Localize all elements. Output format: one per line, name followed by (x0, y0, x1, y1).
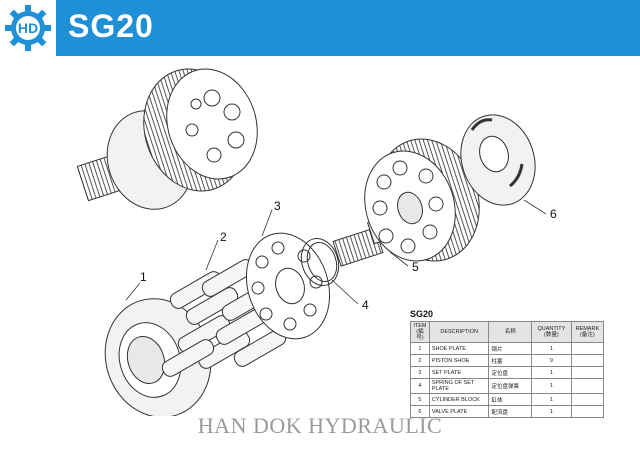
row-remark (570, 405, 605, 418)
row-name-cn: 钢片 (488, 342, 533, 355)
table-row: 4 SPRING OF SET PLATE 定位盘弹簧 1 (410, 378, 605, 394)
row-description: SPRING OF SET PLATE (428, 378, 490, 394)
row-name-cn: 缸体 (488, 393, 533, 406)
row-quantity: 9 (531, 354, 572, 367)
logo: HD (0, 0, 56, 56)
callout-3: 3 (274, 199, 281, 213)
parts-table: SG20 ITEM (編号) DESCRIPTION 名称 QUANTITY (… (410, 309, 605, 418)
table-row: 5 CYLINDER BLOCK 缸体 1 (410, 393, 605, 406)
row-remark (570, 354, 605, 367)
header-remark: REMARK (备注) (570, 321, 605, 343)
callout-2: 2 (220, 230, 227, 244)
row-item: 1 (410, 342, 430, 355)
header-description: DESCRIPTION (428, 321, 490, 343)
callout-4: 4 (362, 298, 369, 312)
callout-6: 6 (550, 207, 557, 221)
header-item: ITEM (編号) (410, 321, 430, 343)
header-quantity: QUANTITY (数量) (531, 321, 572, 343)
row-quantity: 1 (531, 378, 572, 394)
leader-lines (125, 199, 547, 305)
row-description: PISTON SHOE (428, 354, 490, 367)
callout-1: 1 (140, 270, 147, 284)
parts-table-grid: ITEM (編号) DESCRIPTION 名称 QUANTITY (数量) R… (410, 321, 605, 418)
row-description: CYLINDER BLOCK (428, 393, 490, 406)
row-description: SET PLATE (428, 366, 490, 379)
row-item: 2 (410, 354, 430, 367)
row-quantity: 1 (531, 393, 572, 406)
company-footer: HAN DOK HYDRAULIC (197, 413, 443, 438)
row-item: 3 (410, 366, 430, 379)
table-row: 6 VALVE PLATE 配流盘 1 (410, 405, 605, 418)
parts-table-title: SG20 (410, 309, 434, 319)
table-header-row: ITEM (編号) DESCRIPTION 名称 QUANTITY (数量) R… (410, 321, 605, 343)
gear-logo-icon: HD (5, 5, 51, 51)
header-bar: HD SG20 (0, 0, 640, 56)
row-item: 4 (410, 378, 430, 394)
row-remark (570, 366, 605, 379)
row-item: 5 (410, 393, 430, 406)
header-name-cn: 名称 (488, 321, 533, 343)
assembled-pump (76, 68, 258, 210)
row-remark (570, 342, 605, 355)
row-quantity: 1 (531, 342, 572, 355)
row-description: VALVE PLATE (428, 405, 490, 418)
row-remark (570, 378, 605, 394)
row-name-cn: 柱塞 (488, 354, 533, 367)
set-plate-part (245, 232, 331, 340)
logo-letters: HD (18, 20, 38, 36)
callout-5: 5 (412, 260, 419, 274)
table-row: 3 SET PLATE 定位盘 1 (410, 366, 605, 379)
spring-part (300, 238, 340, 286)
table-row: 1 SHOE PLATE 钢片 1 (410, 342, 605, 355)
valve-plate-part (460, 114, 536, 206)
model-title: SG20 (68, 8, 154, 44)
cylinder-block-part (332, 138, 480, 267)
shoe-plate-part (104, 298, 212, 416)
row-name-cn: 定位盘弹簧 (488, 378, 533, 394)
row-quantity: 1 (531, 366, 572, 379)
exploded-view-diagram (76, 68, 547, 416)
table-row: 2 PISTON SHOE 柱塞 9 (410, 354, 605, 367)
row-name-cn: 定位盘 (488, 366, 533, 379)
piston-shoes-part (161, 259, 287, 377)
row-remark (570, 393, 605, 406)
row-description: SHOE PLATE (428, 342, 490, 355)
row-name-cn: 配流盘 (488, 405, 533, 418)
